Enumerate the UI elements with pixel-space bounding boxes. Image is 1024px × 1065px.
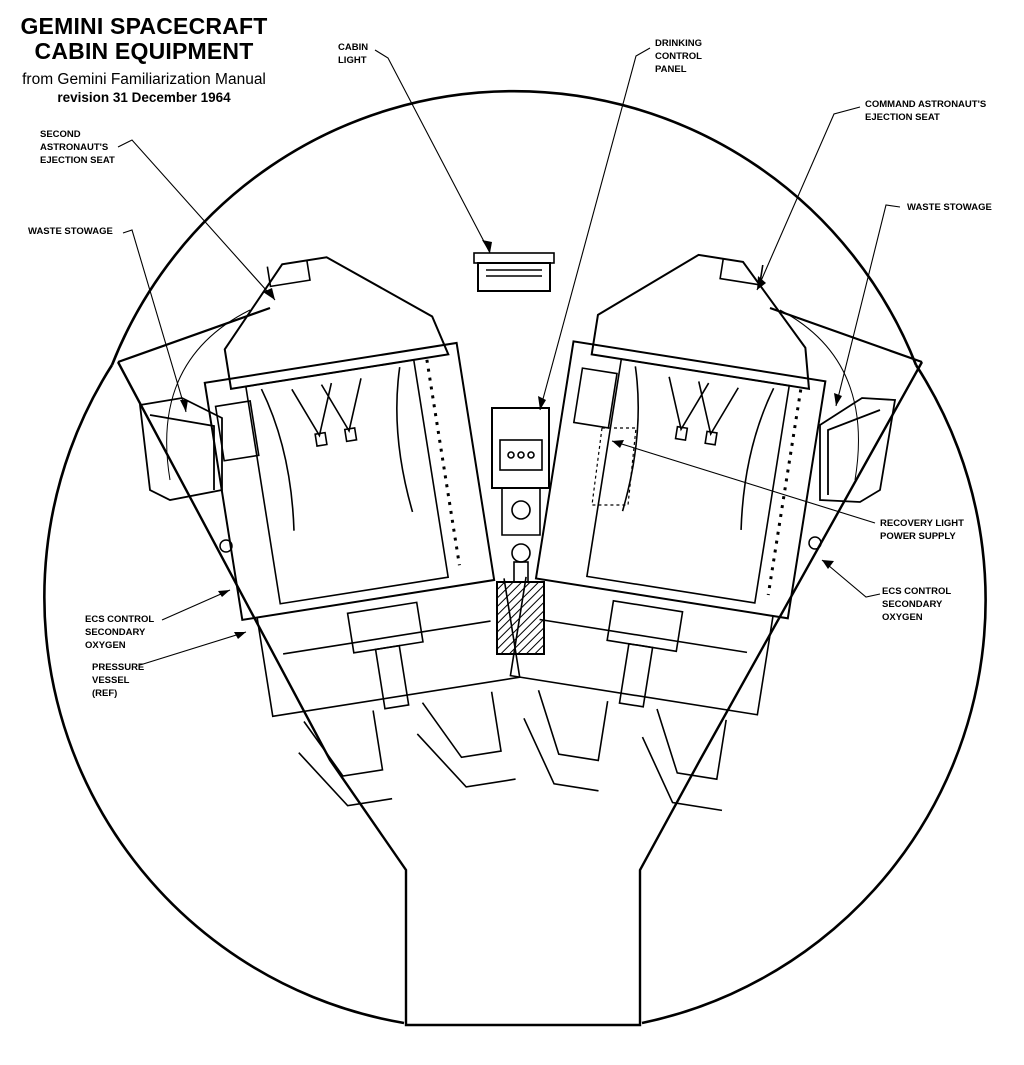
label-cabin-light: CABIN LIGHT bbox=[338, 42, 371, 66]
cabin-light-fixture bbox=[473, 252, 555, 292]
label-recovery-light-power-supply: RECOVERY LIGHT POWER SUPPLY bbox=[880, 518, 967, 542]
label-second-astronaut-seat: SECOND ASTRONAUT'S EJECTION SEAT bbox=[40, 129, 115, 166]
label-waste-stowage-left: WASTE STOWAGE bbox=[28, 226, 113, 237]
label-command-astronaut-seat: COMMAND ASTRONAUT'S EJECTION SEAT bbox=[865, 99, 989, 123]
drinking-control-panel bbox=[491, 407, 550, 655]
waste-stowage-right bbox=[819, 397, 897, 503]
leader-arrowheads bbox=[180, 240, 842, 639]
diagram-title-block: GEMINI SPACECRAFT CABIN EQUIPMENT from G… bbox=[8, 14, 280, 106]
command-astronaut-seat bbox=[509, 253, 827, 812]
label-ecs-control-left: ECS CONTROL SECONDARY OXYGEN bbox=[85, 614, 157, 651]
leader-lines bbox=[117, 47, 901, 666]
pressure-vessel-outline bbox=[43, 89, 987, 1027]
label-pressure-vessel: PRESSURE VESSEL (REF) bbox=[92, 662, 147, 699]
label-waste-stowage-right: WASTE STOWAGE bbox=[907, 202, 992, 213]
title-line-1: GEMINI SPACECRAFT bbox=[20, 13, 268, 39]
ecs-valve-right bbox=[808, 536, 822, 550]
label-ecs-control-right: ECS CONTROL SECONDARY OXYGEN bbox=[882, 586, 954, 623]
ecs-valve-left bbox=[219, 539, 233, 553]
second-astronaut-seat bbox=[203, 256, 521, 807]
title-line-2: CABIN EQUIPMENT bbox=[34, 37, 254, 64]
revision-line: revision 31 December 1964 bbox=[57, 90, 231, 106]
recovery-light-power-supply bbox=[591, 427, 637, 506]
label-drinking-control-panel: DRINKING CONTROL PANEL bbox=[655, 38, 705, 75]
source-line: from Gemini Familiarization Manual bbox=[22, 70, 266, 88]
